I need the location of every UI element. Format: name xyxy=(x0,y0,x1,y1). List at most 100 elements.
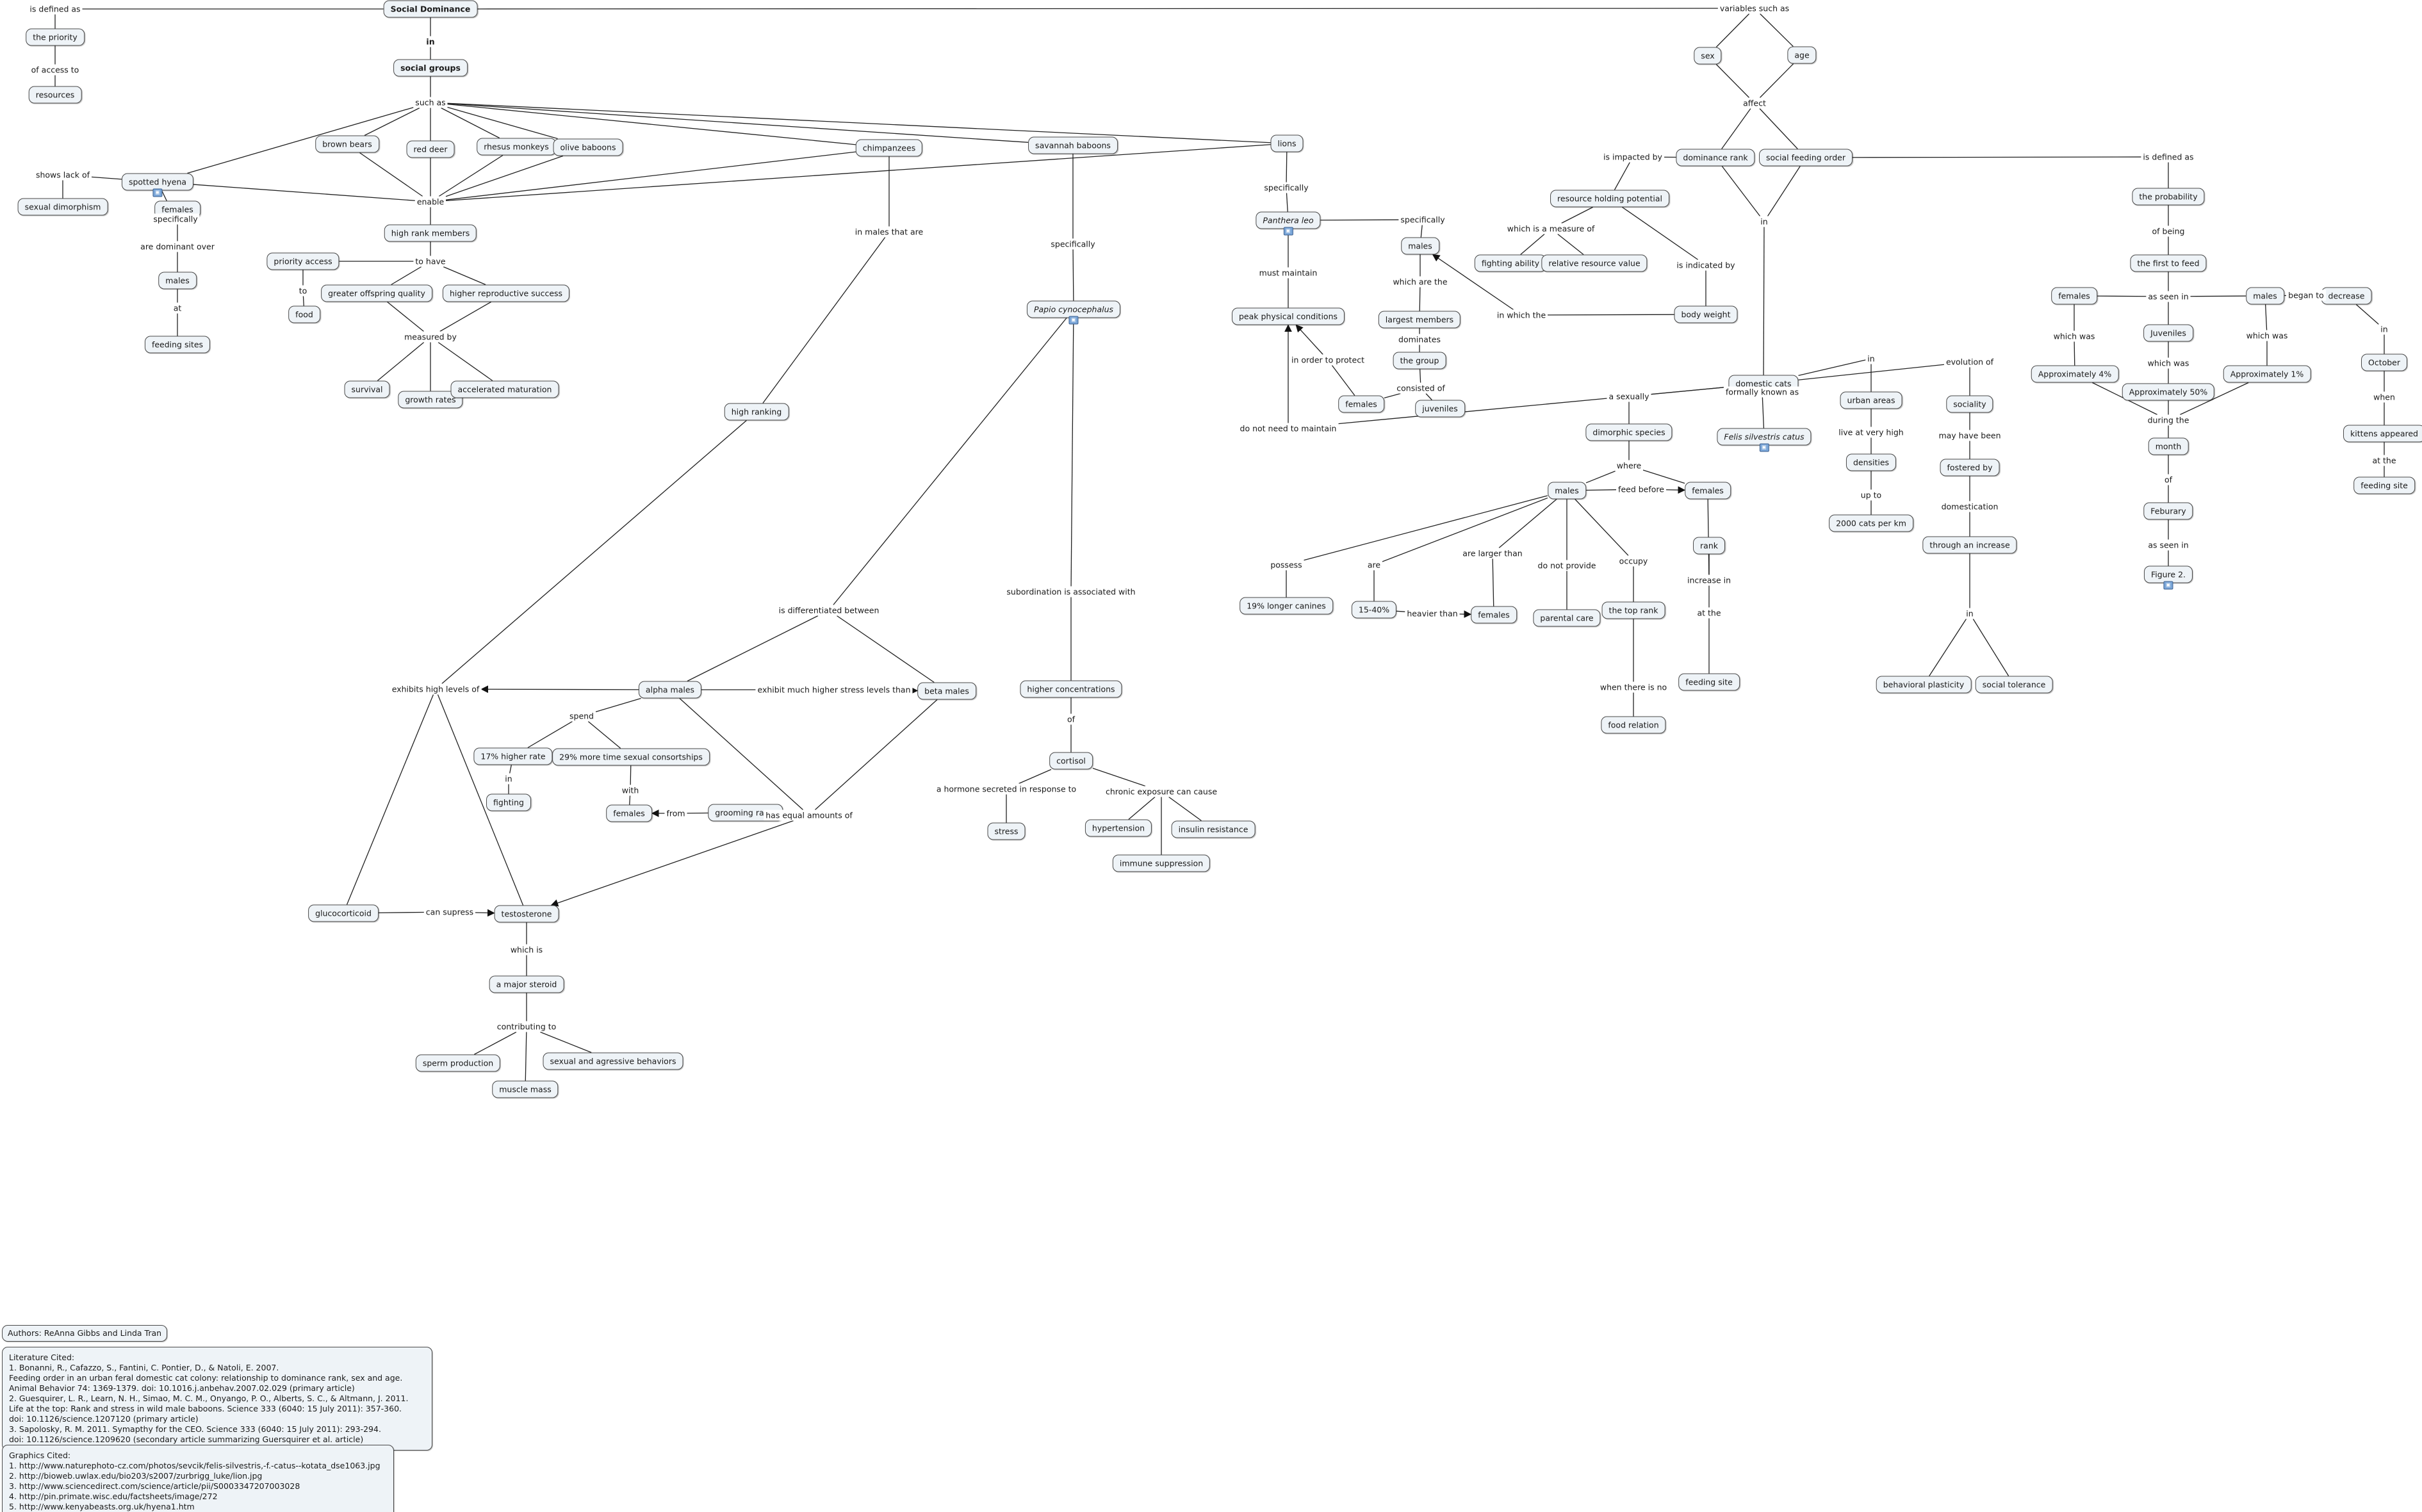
concept-higher-reproductive-success[interactable]: higher reproductive success xyxy=(442,284,570,302)
concept-feburary[interactable]: Feburary xyxy=(2143,502,2193,520)
concept-females[interactable]: females xyxy=(1338,395,1384,413)
concept-testosterone[interactable]: testosterone xyxy=(494,905,559,923)
concept-insulin-resistance[interactable]: insulin resistance xyxy=(1171,820,1256,838)
image-attachment-icon[interactable]: ▣ xyxy=(152,188,163,197)
concept-the-priority[interactable]: the priority xyxy=(26,28,85,46)
concept-17-higher-rate[interactable]: 17% higher rate xyxy=(473,747,553,765)
concept-age[interactable]: age xyxy=(1787,46,1817,64)
concept-females[interactable]: females xyxy=(606,804,652,822)
concept-decrease[interactable]: decrease xyxy=(2321,287,2372,305)
concept-october[interactable]: October xyxy=(2361,354,2408,371)
concept-dominance-rank[interactable]: dominance rank xyxy=(1676,149,1755,167)
concept-beta-males[interactable]: beta males xyxy=(917,682,976,700)
concept-largest-members[interactable]: largest members xyxy=(1378,311,1461,329)
concept-juveniles[interactable]: juveniles xyxy=(1415,400,1465,418)
concept-growth-rates[interactable]: growth rates xyxy=(398,391,463,409)
concept-through-an-increase[interactable]: through an increase xyxy=(1922,536,2017,554)
concept-food[interactable]: food xyxy=(288,305,320,323)
connector-line xyxy=(679,698,804,810)
concept-sperm-production[interactable]: sperm production xyxy=(415,1054,501,1072)
concept-fostered-by[interactable]: fostered by xyxy=(1940,459,2000,476)
concept-alpha-males[interactable]: alpha males xyxy=(638,681,702,699)
concept-fighting[interactable]: fighting xyxy=(486,793,531,811)
concept-felis-silvestris-catus[interactable]: Felis silvestris catus▣ xyxy=(1717,428,1812,452)
concept-males[interactable]: males xyxy=(1401,237,1439,255)
image-attachment-icon[interactable]: ▣ xyxy=(1759,443,1769,452)
concept-muscle-mass[interactable]: muscle mass xyxy=(492,1080,559,1098)
concept-high-ranking[interactable]: high ranking xyxy=(724,403,789,421)
concept-immune-suppression[interactable]: immune suppression xyxy=(1112,854,1211,872)
concept-2000-cats-per-km[interactable]: 2000 cats per km xyxy=(1829,514,1913,532)
concept-29-more-time-sexual-consortships[interactable]: 29% more time sexual consortships xyxy=(552,748,710,766)
concept-densities[interactable]: densities xyxy=(1845,453,1897,471)
concept-hypertension[interactable]: hypertension xyxy=(1084,819,1152,837)
concept-feeding-site[interactable]: feeding site xyxy=(1678,673,1740,691)
concept-papio-cynocephalus[interactable]: Papio cynocephalus▣ xyxy=(1026,300,1121,325)
concept-olive-baboons[interactable]: olive baboons xyxy=(553,138,623,156)
concept-males[interactable]: males xyxy=(1548,482,1586,500)
concept-kittens-appeared[interactable]: kittens appeared xyxy=(2343,425,2422,443)
concept-social-dominance[interactable]: Social Dominance xyxy=(383,0,478,18)
concept-feeding-site[interactable]: feeding site xyxy=(2353,476,2415,494)
concept-approximately-4[interactable]: Approximately 4% xyxy=(2031,365,2119,383)
concept-social-tolerance[interactable]: social tolerance xyxy=(1975,676,2053,694)
concept-urban-areas[interactable]: urban areas xyxy=(1840,391,1902,409)
concept-females[interactable]: females xyxy=(1471,606,1517,624)
concept-15-40[interactable]: 15-40% xyxy=(1351,601,1397,619)
image-attachment-icon[interactable]: ▣ xyxy=(1068,316,1079,325)
concept-a-major-steroid[interactable]: a major steroid xyxy=(489,975,564,993)
concept-rank[interactable]: rank xyxy=(1693,537,1725,555)
image-attachment-icon[interactable]: ▣ xyxy=(2163,581,2173,590)
image-attachment-icon[interactable]: ▣ xyxy=(1283,227,1293,236)
concept-fighting-ability[interactable]: fighting ability xyxy=(1474,254,1547,272)
concept-sociality[interactable]: sociality xyxy=(1946,395,1993,413)
concept-savannah-baboons[interactable]: savannah baboons xyxy=(1028,136,1118,154)
concept-feeding-sites[interactable]: feeding sites xyxy=(144,336,211,354)
concept-approximately-1[interactable]: Approximately 1% xyxy=(2223,365,2311,383)
concept-the-top-rank[interactable]: the top rank xyxy=(1601,601,1665,619)
concept-juveniles[interactable]: Juveniles xyxy=(2143,324,2193,342)
concept-high-rank-members[interactable]: high rank members xyxy=(384,224,477,242)
concept-the-first-to-feed[interactable]: the first to feed xyxy=(2130,254,2207,272)
concept-higher-concentrations[interactable]: higher concentrations xyxy=(1020,680,1122,698)
concept-sexual-and-agressive-behaviors[interactable]: sexual and agressive behaviors xyxy=(543,1052,683,1070)
concept-brown-bears[interactable]: brown bears xyxy=(315,135,379,153)
concept-red-deer[interactable]: red deer xyxy=(406,140,455,158)
concept-glucocorticoid[interactable]: glucocorticoid xyxy=(308,904,379,922)
concept-figure-2[interactable]: Figure 2.▣ xyxy=(2143,565,2193,590)
concept-males[interactable]: males xyxy=(2246,287,2284,305)
concept-panthera-leo[interactable]: Panthera leo▣ xyxy=(1256,211,1321,236)
concept-rhesus-monkeys[interactable]: rhesus monkeys xyxy=(477,138,556,156)
concept-spotted-hyena[interactable]: spotted hyena▣ xyxy=(121,173,194,197)
concept-lions[interactable]: lions xyxy=(1270,134,1304,152)
concept-month[interactable]: month xyxy=(2148,437,2189,455)
concept-females[interactable]: females xyxy=(1685,482,1731,500)
concept-the-probability[interactable]: the probability xyxy=(2132,188,2205,206)
concept-females[interactable]: females xyxy=(2051,287,2097,305)
concept-approximately-50[interactable]: Approximately 50% xyxy=(2122,383,2215,401)
concept-behavioral-plasticity[interactable]: behavioral plasticity xyxy=(1876,676,1972,694)
concept-the-group[interactable]: the group xyxy=(1393,352,1446,370)
concept-social-feeding-order[interactable]: social feeding order xyxy=(1759,149,1853,167)
concept-cortisol[interactable]: cortisol xyxy=(1049,752,1093,770)
concept-relative-resource-value[interactable]: relative resource value xyxy=(1541,254,1648,272)
concept-food-relation[interactable]: food relation xyxy=(1601,716,1666,734)
concept-resources[interactable]: resources xyxy=(28,86,82,104)
concept-chimpanzees[interactable]: chimpanzees xyxy=(855,139,923,157)
concept-resource-holding-potential[interactable]: resource holding potential xyxy=(1550,190,1669,207)
concept-social-groups[interactable]: social groups xyxy=(393,59,468,77)
concept-body-weight[interactable]: body weight xyxy=(1674,305,1738,323)
concept-stress[interactable]: stress xyxy=(987,822,1026,840)
linking-phrase-are-dominant-over: are dominant over xyxy=(138,241,217,252)
concept-dimorphic-species[interactable]: dimorphic species xyxy=(1585,423,1673,441)
concept-19-longer-canines[interactable]: 19% longer canines xyxy=(1240,597,1333,615)
concept-peak-physical-conditions[interactable]: peak physical conditions xyxy=(1231,307,1345,325)
concept-greater-offspring-quality[interactable]: greater offspring quality xyxy=(321,284,432,302)
concept-sex[interactable]: sex xyxy=(1694,47,1722,65)
concept-survival[interactable]: survival xyxy=(344,380,390,398)
concept-males[interactable]: males xyxy=(158,272,197,289)
concept-priority-access[interactable]: priority access xyxy=(266,252,340,270)
concept-parental-care[interactable]: parental care xyxy=(1533,609,1601,627)
concept-accelerated-maturation[interactable]: accelerated maturation xyxy=(450,380,559,398)
concept-sexual-dimorphism[interactable]: sexual dimorphism xyxy=(17,198,108,216)
